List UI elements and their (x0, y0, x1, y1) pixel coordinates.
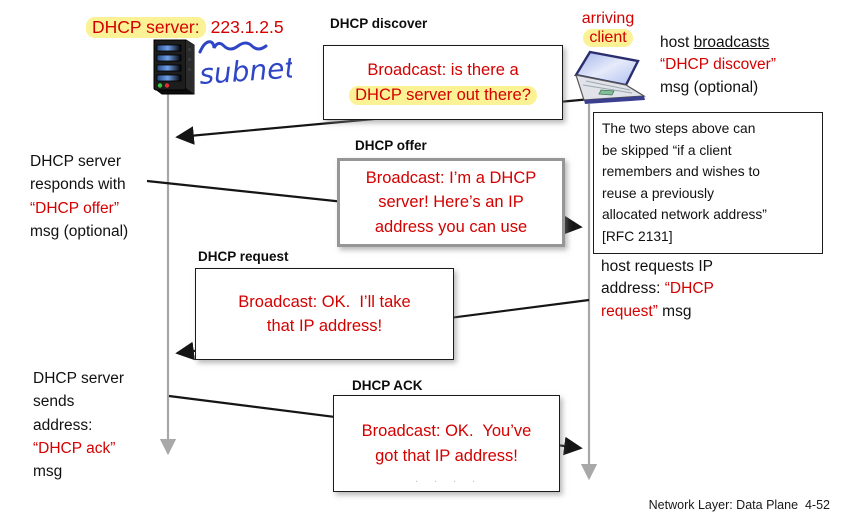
note-host-broadcasts-pre: host (660, 34, 694, 51)
note-host-requests: host requests IP address: “DHCP request”… (601, 256, 714, 323)
rfc-line: reuse a previously (602, 185, 714, 201)
note-server-sends-line3: address: (33, 416, 93, 434)
note-host-requests-pre: address: (601, 280, 665, 298)
note-host-broadcasts-msgname: “DHCP discover” (660, 56, 776, 74)
note-server-sends-msgname: “DHCP ack” (33, 439, 116, 457)
dhcp-server-ip: 223.1.2.5 (210, 17, 284, 37)
msgbox-request-line2: that IP address! (266, 317, 383, 335)
note-server-sends: DHCP server sends address: “DHCP ack” ms… (33, 367, 124, 483)
msgbox-offer-line1: Broadcast: I’m a DHCP (365, 168, 537, 187)
rfc-line: be skipped “if a client (602, 142, 732, 158)
dhcp-server-title-highlight: DHCP server: (86, 17, 206, 38)
note-host-broadcasts-underlined: broadcasts (693, 34, 770, 51)
msgbox-offer-line3: address you can use (374, 217, 528, 236)
arriving-client-line2: client (583, 28, 633, 47)
msgbox-request-line1: Broadcast: OK. I’ll take (238, 292, 411, 311)
rfc-note-box: The two steps above can be skipped “if a… (593, 112, 823, 255)
msgbox-dhcp-request: Broadcast: OK. I’ll take that IP address… (195, 268, 454, 360)
note-server-responds-msgname: “DHCP offer” (30, 199, 120, 217)
note-host-requests-tail: msg (657, 302, 692, 320)
subnet-annotation: subnet (198, 40, 292, 91)
msgbox-ack-line1: Broadcast: OK. You’ve (361, 422, 532, 441)
note-server-sends-line1: DHCP server (33, 370, 125, 387)
animation-dots: . . . . (414, 471, 479, 486)
dhcp-server-title: DHCP server:223.1.2.5 (86, 17, 284, 38)
arriving-client-label: arriving client (562, 10, 654, 48)
msgbox-dhcp-discover: Broadcast: is there a DHCP server out th… (323, 45, 563, 120)
rfc-line: allocated network address” (602, 207, 767, 223)
note-host-requests-red2: request” (601, 302, 658, 320)
note-server-sends-line2: sends (33, 393, 75, 411)
note-server-responds-line4: msg (optional) (30, 222, 129, 240)
note-server-responds-line1: DHCP server (30, 153, 122, 170)
slide-footer: Network Layer: Data Plane 4-52 (648, 498, 830, 512)
subnet-squiggle-icon (198, 40, 268, 54)
msgbox-discover-line2: DHCP server out there? (349, 85, 537, 105)
note-host-requests-line1: host requests IP (601, 258, 714, 275)
note-host-broadcasts-tail: msg (optional) (660, 78, 759, 96)
label-dhcp-offer: DHCP offer (355, 138, 427, 153)
label-dhcp-discover: DHCP discover (330, 16, 428, 31)
label-dhcp-request: DHCP request (198, 249, 289, 264)
rfc-line: remembers and wishes to (602, 164, 760, 180)
msgbox-dhcp-ack: Broadcast: OK. You’ve got that IP addres… (333, 395, 560, 492)
msgbox-dhcp-offer: Broadcast: I’m a DHCP server! Here’s an … (337, 158, 565, 247)
note-server-sends-line5: msg (33, 463, 63, 480)
rfc-line: [RFC 2131] (602, 228, 673, 244)
note-host-broadcasts: host broadcasts “DHCP discover” msg (opt… (660, 32, 776, 99)
msgbox-offer-line2: server! Here’s an IP (378, 193, 524, 212)
note-server-responds: DHCP server responds with “DHCP offer” m… (30, 150, 128, 243)
rfc-line: The two steps above can (602, 121, 756, 136)
note-server-responds-line2: responds with (30, 176, 126, 194)
server-icon (153, 39, 195, 95)
msgbox-discover-line1: Broadcast: is there a (367, 61, 519, 80)
laptop-icon (574, 50, 646, 104)
note-host-requests-red1: “DHCP (664, 280, 714, 298)
arriving-client-line1: arriving (581, 10, 635, 27)
msgbox-ack-line2: got that IP address! (375, 446, 518, 465)
label-dhcp-ack: DHCP ACK (352, 378, 423, 393)
subnet-label: subnet (198, 51, 292, 91)
